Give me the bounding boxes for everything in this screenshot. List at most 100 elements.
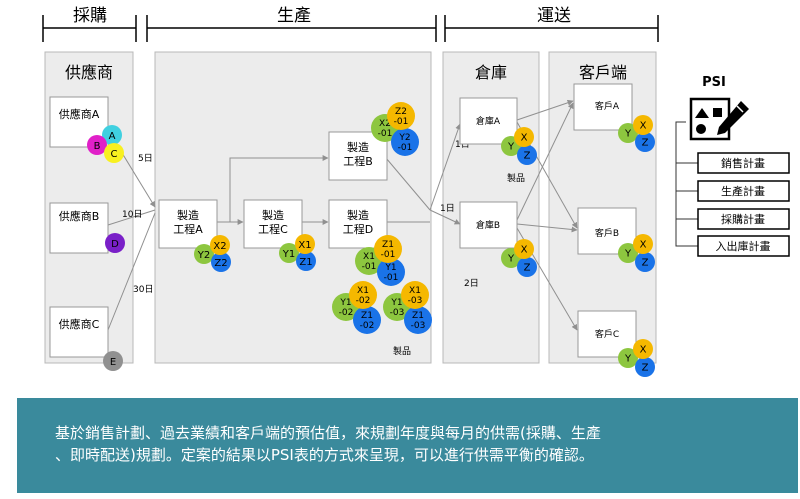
phase-procurement-label: 採購 — [73, 6, 107, 26]
suppliers-title: 供應商 — [65, 63, 113, 82]
customer-c-xyz: YZX — [618, 339, 655, 377]
svg-text:製造: 製造 — [177, 208, 199, 222]
svg-text:-01: -01 — [381, 250, 396, 260]
svg-text:工程A: 工程A — [173, 223, 203, 236]
svg-text:Z: Z — [642, 363, 649, 374]
svg-text:X1: X1 — [363, 252, 375, 262]
svg-text:Y: Y — [624, 354, 632, 365]
warehouse-b-xyz-z: Z — [517, 257, 537, 277]
customer-a-xyz-x: X — [633, 115, 653, 135]
phase-procurement: 採購 — [42, 4, 137, 42]
customer-a-xyz-z: Z — [635, 132, 655, 152]
svg-text:製造: 製造 — [347, 208, 369, 222]
warehouse-title: 倉庫 — [475, 63, 507, 82]
svg-text:Y1: Y1 — [339, 298, 351, 308]
svg-text:Y: Y — [507, 142, 515, 153]
warehouse-a-xyz: YZX — [501, 127, 537, 165]
process-d-products-x: Z1-01 — [374, 235, 402, 263]
svg-text:Y: Y — [624, 249, 632, 260]
warehouse-a[interactable]: 倉庫A — [459, 97, 518, 145]
customer-c-xyz-z: Z — [635, 357, 655, 377]
psi-edit-icon — [689, 97, 749, 141]
svg-text:B: B — [94, 141, 101, 152]
svg-text:A: A — [109, 131, 116, 142]
svg-text:X2: X2 — [213, 241, 226, 252]
svg-text:-01: -01 — [362, 262, 377, 272]
svg-text:銷售計畫: 銷售計畫 — [721, 156, 765, 170]
svg-text:Z1: Z1 — [382, 240, 394, 250]
psi-title: PSI — [702, 75, 726, 90]
svg-text:X1: X1 — [298, 240, 311, 251]
customer-a[interactable]: 客戶A — [573, 83, 633, 131]
material-e-badge: E — [103, 351, 123, 371]
caption-banner: 基於銷售計劃、過去業績和客戶端的預估值，來規劃年度與每月的供需(採購、生產 、即… — [17, 398, 798, 493]
svg-text:Z1: Z1 — [299, 257, 312, 268]
lead-time-supplier-a: 5日 — [138, 153, 153, 164]
process-c[interactable]: 製造 工程C — [243, 199, 303, 249]
svg-text:Y2: Y2 — [197, 250, 210, 261]
process-a[interactable]: 製造 工程A — [158, 199, 218, 249]
svg-text:客戶B: 客戶B — [595, 227, 619, 239]
svg-text:倉庫A: 倉庫A — [476, 115, 501, 127]
svg-text:X: X — [640, 240, 647, 251]
psi-plan-sales[interactable]: 銷售計畫 — [697, 152, 790, 174]
customer-b-xyz: YZX — [618, 234, 655, 272]
customer-c[interactable]: 客戶C — [577, 310, 637, 358]
svg-text:-03: -03 — [411, 321, 426, 331]
svg-text:-02: -02 — [360, 321, 375, 331]
customers-title: 客戶端 — [579, 63, 627, 82]
psi-plan-inventory[interactable]: 入出庫計畫 — [697, 235, 790, 257]
supplier-b-label: 供應商B — [59, 209, 100, 223]
warehouse-a-xyz-x: X — [514, 127, 534, 147]
svg-text:Z: Z — [524, 151, 531, 162]
customer-b[interactable]: 客戶B — [577, 207, 637, 255]
svg-text:Z2: Z2 — [214, 258, 227, 269]
caption-line-2: 、即時配送)規劃。定案的結果以PSI表的方式來呈現，可以進行供需平衡的確認。 — [55, 446, 594, 464]
material-b-badge: B — [87, 135, 107, 155]
svg-text:E: E — [110, 357, 116, 368]
svg-text:Z: Z — [524, 263, 531, 274]
svg-text:-03: -03 — [390, 308, 405, 318]
psi-plan-procurement[interactable]: 採購計畫 — [697, 208, 790, 230]
svg-text:-01: -01 — [394, 117, 409, 127]
supplier-b[interactable]: 供應商B — [49, 202, 109, 254]
svg-text:Y1: Y1 — [384, 263, 396, 273]
warehouse-b-xyz-x: X — [514, 239, 534, 259]
material-c-badge: C — [104, 143, 124, 163]
process-a-products: Y2 Z2 X2 — [194, 235, 231, 272]
supplier-c[interactable]: 供應商C — [49, 306, 109, 358]
svg-text:Z: Z — [642, 258, 649, 269]
customer-b-xyz-z: Z — [635, 252, 655, 272]
svg-text:-01: -01 — [378, 129, 393, 139]
svg-text:-03: -03 — [408, 296, 423, 306]
warehouse-b[interactable]: 倉庫B — [459, 201, 518, 249]
psi-plan-production[interactable]: 生產計畫 — [697, 180, 790, 202]
warehouse-a-xyz-z: Z — [517, 145, 537, 165]
phase-transport-label: 運送 — [537, 6, 571, 26]
svg-text:-01: -01 — [384, 273, 399, 283]
process-b[interactable]: 製造 工程B — [328, 131, 388, 181]
svg-text:Y: Y — [507, 254, 515, 265]
svg-text:採購計畫: 採購計畫 — [721, 212, 765, 226]
psi-panel: PSI — [675, 75, 749, 247]
svg-text:X2: X2 — [379, 119, 391, 129]
svg-text:X: X — [640, 121, 647, 132]
customer-a-xyz-y: Y — [618, 123, 638, 143]
svg-text:生產計畫: 生產計畫 — [721, 184, 765, 198]
process-d-products-z: Y1-01 — [377, 258, 405, 286]
svg-text:D: D — [111, 239, 119, 250]
caption-line-1: 基於銷售計劃、過去業績和客戶端的預估值，來規劃年度與每月的供需(採購、生產 — [55, 424, 601, 442]
customer-a-xyz: YZX — [618, 115, 655, 152]
product-02-badges-z: Z1-02 — [353, 306, 381, 334]
svg-text:Z2: Z2 — [395, 107, 407, 117]
svg-text:製造: 製造 — [347, 140, 369, 154]
svg-text:客戶C: 客戶C — [595, 328, 619, 340]
svg-text:X1: X1 — [357, 286, 369, 296]
material-a-badge: A — [102, 125, 122, 145]
product-03-badges-x: X1-03 — [401, 281, 429, 309]
svg-text:C: C — [111, 149, 118, 160]
